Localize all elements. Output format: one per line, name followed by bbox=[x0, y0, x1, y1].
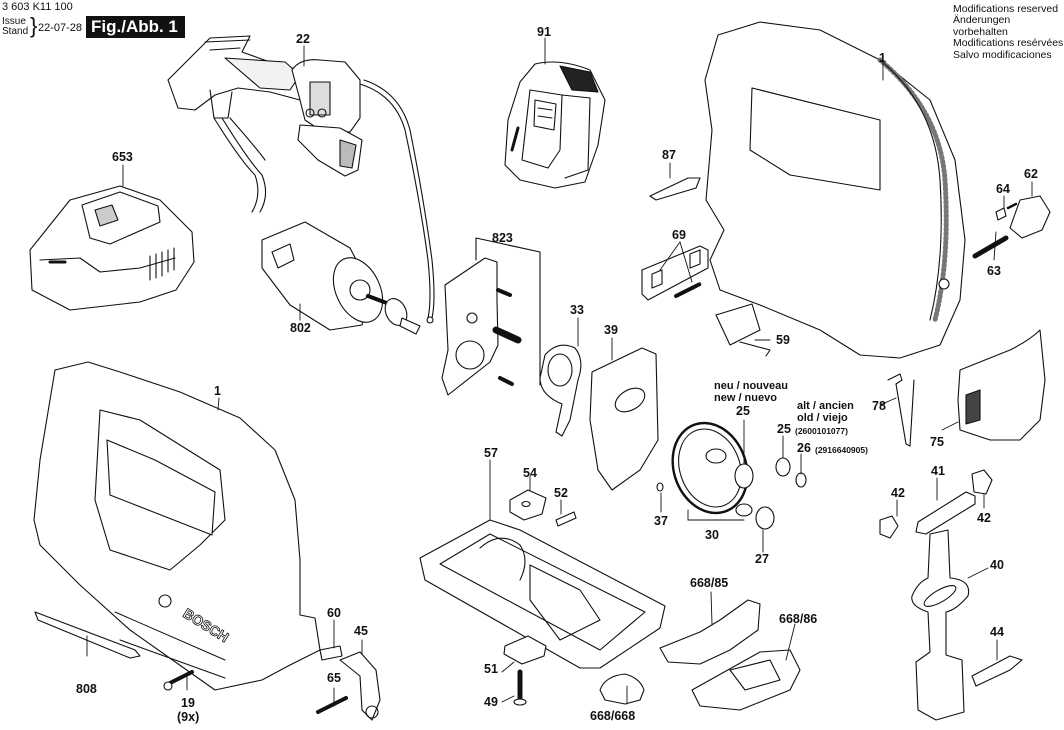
callout-87[interactable]: 87 bbox=[662, 148, 676, 162]
part-62-63-64 bbox=[975, 196, 1050, 256]
part-668-85-86 bbox=[660, 600, 800, 710]
note-old-line2: old / viejo bbox=[797, 412, 848, 424]
stand-label: Stand bbox=[2, 26, 29, 37]
callout-91[interactable]: 91 bbox=[537, 25, 551, 39]
part-33-39 bbox=[540, 345, 658, 490]
callout-60[interactable]: 60 bbox=[327, 606, 341, 620]
brace: } bbox=[30, 13, 38, 38]
callout-69[interactable]: 69 bbox=[672, 228, 686, 242]
callout-44[interactable]: 44 bbox=[990, 625, 1004, 639]
part-668-668 bbox=[600, 674, 644, 704]
callout-808[interactable]: 808 bbox=[76, 682, 97, 696]
callout-41[interactable]: 41 bbox=[931, 464, 945, 478]
callout-78[interactable]: 78 bbox=[872, 399, 886, 413]
part-808-blade bbox=[35, 612, 140, 658]
callout-42-left[interactable]: 42 bbox=[891, 486, 905, 500]
part-91-battery bbox=[505, 62, 605, 188]
callout-1-top[interactable]: 1 bbox=[879, 51, 886, 65]
callout-52[interactable]: 52 bbox=[554, 486, 568, 500]
mods-de: Änderungen vorbehalten bbox=[953, 14, 1011, 38]
mods-fr: Modifications resérvées bbox=[953, 37, 1064, 50]
callout-51[interactable]: 51 bbox=[484, 662, 498, 676]
part-code: 3 603 K11 100 bbox=[2, 1, 73, 13]
part-25-old-number: (2600101077) bbox=[795, 426, 848, 436]
issue-label: Issue bbox=[2, 16, 26, 27]
callout-33[interactable]: 33 bbox=[570, 303, 584, 317]
callout-64[interactable]: 64 bbox=[996, 182, 1010, 196]
callout-45[interactable]: 45 bbox=[354, 624, 368, 638]
callout-19-quantity: (9x) bbox=[177, 710, 200, 724]
callout-27[interactable]: 27 bbox=[755, 552, 769, 566]
note-old-line1: alt / ancien bbox=[797, 400, 854, 412]
part-87-69-59 bbox=[642, 178, 770, 356]
modifications-notice: Modifications reserved Änderungen vorbeh… bbox=[953, 3, 1064, 61]
callout-25-new[interactable]: 25 bbox=[736, 404, 750, 418]
part-26-number: (2916640905) bbox=[815, 445, 868, 455]
mods-en: Modifications reserved bbox=[953, 3, 1059, 15]
callout-653[interactable]: 653 bbox=[112, 150, 133, 164]
part-653-charger bbox=[30, 186, 194, 310]
part-54-52-51-49 bbox=[504, 490, 576, 705]
part-41-42-40-44 bbox=[880, 470, 1022, 720]
part-802-motor bbox=[262, 222, 420, 334]
callout-40[interactable]: 40 bbox=[990, 558, 1004, 572]
issue-date: 22-07-28 bbox=[38, 22, 83, 34]
leader-lines bbox=[87, 38, 1032, 706]
callout-668-668[interactable]: 668/668 bbox=[590, 709, 636, 723]
callout-30[interactable]: 30 bbox=[705, 528, 719, 542]
callout-63[interactable]: 63 bbox=[987, 264, 1001, 278]
note-new-line1: neu / nouveau bbox=[714, 380, 788, 392]
callout-25-old[interactable]: 25 bbox=[777, 422, 791, 436]
callout-42-right[interactable]: 42 bbox=[977, 511, 991, 525]
part-1-housing-left bbox=[34, 362, 320, 690]
callout-26[interactable]: 26 bbox=[797, 441, 811, 455]
callout-39[interactable]: 39 bbox=[604, 323, 618, 337]
part-19-screw bbox=[164, 672, 192, 690]
part-22-switch-wiring bbox=[168, 36, 434, 323]
part-60-45-65 bbox=[318, 646, 380, 720]
callout-65[interactable]: 65 bbox=[327, 671, 341, 685]
callout-57[interactable]: 57 bbox=[484, 446, 498, 460]
issue-stand-label: Issue Stand bbox=[2, 17, 28, 37]
callout-62[interactable]: 62 bbox=[1024, 167, 1038, 181]
part-823-plate bbox=[442, 238, 540, 395]
callout-54[interactable]: 54 bbox=[523, 466, 537, 480]
callout-802[interactable]: 802 bbox=[290, 321, 311, 335]
callout-37[interactable]: 37 bbox=[654, 514, 668, 528]
callout-1-left[interactable]: 1 bbox=[214, 384, 221, 398]
part-30-gear-assembly bbox=[657, 412, 806, 529]
mods-es: Salvo modificaciones bbox=[953, 48, 1052, 61]
callout-59[interactable]: 59 bbox=[776, 333, 790, 347]
callout-668-86[interactable]: 668/86 bbox=[779, 612, 818, 626]
callout-49[interactable]: 49 bbox=[484, 695, 498, 709]
callout-19[interactable]: 19 bbox=[181, 696, 195, 710]
callout-75[interactable]: 75 bbox=[930, 435, 944, 449]
callout-22[interactable]: 22 bbox=[296, 32, 310, 46]
part-1-housing-right bbox=[705, 22, 965, 358]
note-new-line2: new / nuevo bbox=[714, 392, 777, 404]
callout-668-85[interactable]: 668/85 bbox=[690, 576, 729, 590]
figure-label: Fig./Abb. 1 bbox=[86, 16, 185, 38]
callout-823[interactable]: 823 bbox=[492, 231, 513, 245]
part-57-baseplate bbox=[420, 520, 665, 668]
part-78-75 bbox=[888, 330, 1045, 446]
